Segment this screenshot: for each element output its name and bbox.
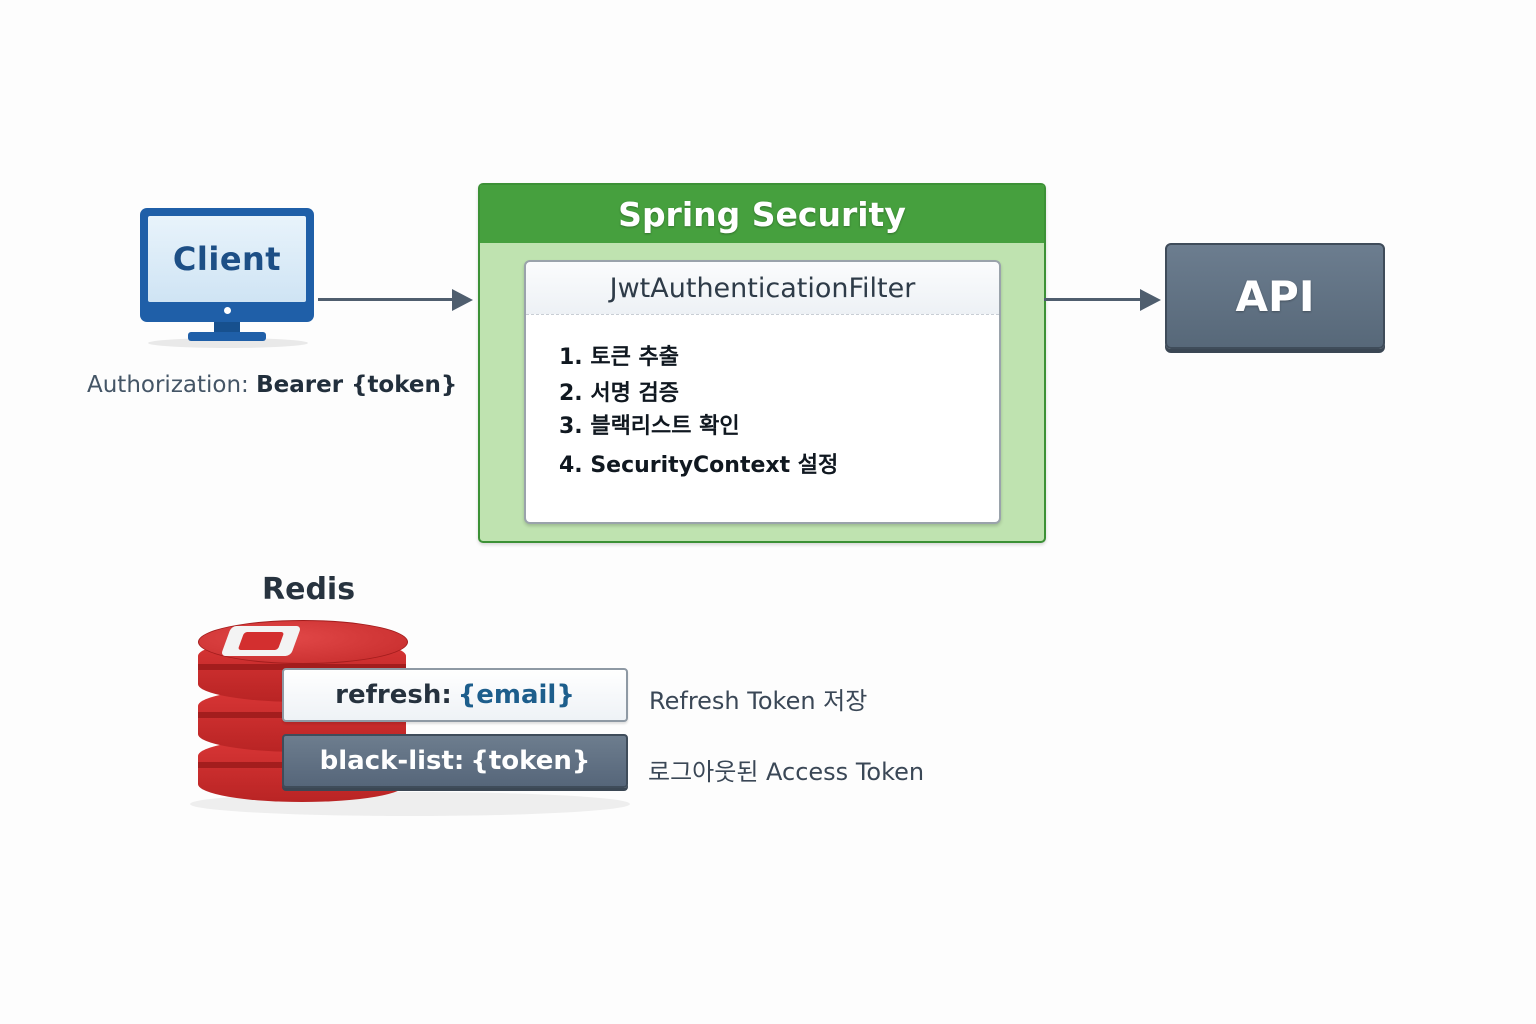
filter-step-3: 3. 블랙리스트 확인 [559,414,740,439]
arrow-client-to-security-line [318,298,454,301]
header-name: Authorization: [87,372,249,398]
power-dot [224,307,231,314]
jwt-filter-title: JwtAuthenticationFilter [526,262,999,315]
spring-security-box: Spring Security JwtAuthenticationFilter … [478,183,1046,543]
authorization-header-text: Authorization: Bearer {token} [87,372,457,398]
spring-security-title: Spring Security [618,194,906,234]
redis-key-refresh: refresh:{email} [282,668,628,722]
arrow-security-to-api-line [1044,298,1142,301]
refresh-key-description: Refresh Token 저장 [649,687,868,715]
redis-logo-mark [237,632,285,650]
client-label: Client [172,240,282,278]
filter-step-1: 1. 토큰 추출 [559,345,679,370]
filter-step-2: 2. 서명 검증 [559,381,679,406]
key-variable: {email} [457,680,575,710]
filter-step-4: 4. SecurityContext 설정 [559,453,839,478]
arrow-client-to-security-head [452,289,473,311]
redis-title: Redis [262,572,356,607]
key-prefix: refresh: [335,680,452,710]
arrow-security-to-api-head [1140,289,1161,311]
client-monitor-icon: Client [138,206,318,348]
monitor-shadow [148,338,308,348]
monitor-neck [214,322,240,334]
header-value: Bearer {token} [256,372,458,398]
redis-logo-icon [220,626,302,656]
blacklist-key-description: 로그아웃된 Access Token [648,758,925,786]
jwt-filter-card: JwtAuthenticationFilter 1. 토큰 추출 2. 서명 검… [524,260,1001,524]
monitor-screen: Client [148,216,306,302]
redis-disk-band [198,664,406,670]
spring-security-header: Spring Security [480,185,1044,243]
key-variable: {token} [470,746,591,776]
key-prefix: black-list: [319,746,465,776]
monitor-frame: Client [140,208,314,322]
monitor-base [188,332,266,341]
redis-key-blacklist: black-list:{token} [282,734,628,788]
api-label: API [1235,271,1315,321]
api-box: API [1165,243,1385,349]
